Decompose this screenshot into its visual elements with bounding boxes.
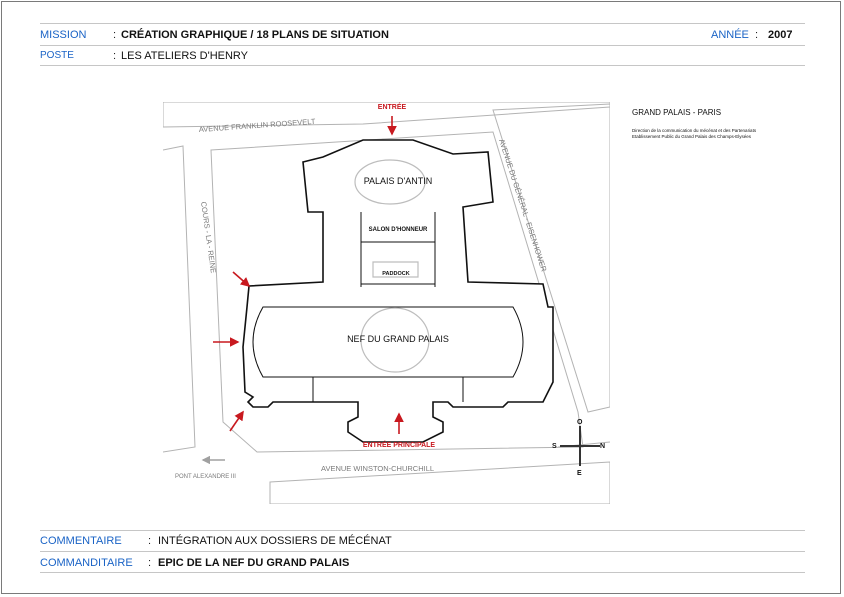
divider-footer-mid — [40, 551, 805, 552]
caption-line-2: Etablissement Public du Grand Palais des… — [632, 133, 752, 139]
salon-label: SALON D'HONNEUR — [369, 227, 428, 233]
commanditaire-value: EPIC DE LA NEF DU GRAND PALAIS — [158, 557, 350, 569]
dome-antin — [354, 159, 426, 205]
mission-label: MISSION — [40, 29, 87, 41]
block-east — [492, 103, 610, 413]
block-south — [269, 461, 610, 504]
commentaire-colon: : — [148, 535, 152, 547]
pont-label: PONT ALEXANDRE III — [175, 474, 236, 480]
commanditaire-colon: : — [148, 557, 152, 569]
street-north-label: AVENUE FRANKLIN ROOSEVELT — [199, 117, 317, 134]
compass-top-label: O — [577, 419, 583, 426]
divider-header-mid — [40, 45, 805, 46]
site-plan: AVENUE FRANKLIN ROOSEVELT AVENUE DU GÉNÉ… — [163, 102, 610, 504]
commanditaire-label: COMMANDITAIRE — [40, 557, 133, 569]
compass-left-label: S — [552, 443, 557, 450]
dome-nef — [360, 307, 430, 373]
poste-value: LES ATELIERS D'HENRY — [121, 50, 249, 62]
divider-footer-bottom — [40, 572, 805, 573]
paddock-label: PADDOCK — [382, 271, 409, 277]
compass-right-label: N — [600, 443, 605, 450]
annee-label: ANNÉE — [711, 29, 749, 41]
block-west — [163, 145, 196, 453]
palais-dantin-label: PALAIS D'ANTIN — [364, 176, 433, 186]
street-south-label: AVENUE WINSTON-CHURCHILL — [321, 464, 434, 473]
caption-line-1: Direction de la communication du mécénat… — [632, 128, 757, 133]
mission-value: CRÉATION GRAPHIQUE / 18 PLANS DE SITUATI… — [121, 29, 389, 41]
poste-colon: : — [113, 50, 117, 62]
divider-top — [40, 23, 805, 24]
commentaire-value: INTÉGRATION AUX DOSSIERS DE MÉCÉNAT — [158, 535, 392, 547]
mission-colon: : — [113, 29, 117, 41]
entree-label: ENTRÉE — [378, 102, 407, 111]
arrow-west-1 — [232, 271, 251, 288]
arrow-west-3 — [229, 410, 244, 432]
paddock-ornament — [372, 261, 419, 278]
divider-footer-top — [40, 530, 805, 531]
compass-bottom-label: E — [577, 470, 582, 477]
palais-dantin-shape — [242, 139, 554, 443]
nef-label: NEF DU GRAND PALAIS — [347, 334, 449, 344]
compass — [560, 426, 600, 466]
street-east-label: AVENUE DU GÉNÉRAL - EISENHOWER — [497, 138, 549, 273]
annee-value: 2007 — [768, 29, 793, 41]
plan-caption: GRAND PALAIS - PARIS Direction de la com… — [632, 108, 822, 139]
nef-inner-outline — [252, 306, 524, 378]
block-north — [163, 102, 610, 128]
caption-title: GRAND PALAIS - PARIS — [632, 108, 722, 117]
commentaire-label: COMMENTAIRE — [40, 535, 122, 547]
divider-header-bottom — [40, 65, 805, 66]
poste-label: POSTE — [40, 50, 74, 61]
annee-colon: : — [755, 29, 759, 41]
entree-principale-label: ENTRÉE PRINCIPALE — [363, 440, 436, 449]
